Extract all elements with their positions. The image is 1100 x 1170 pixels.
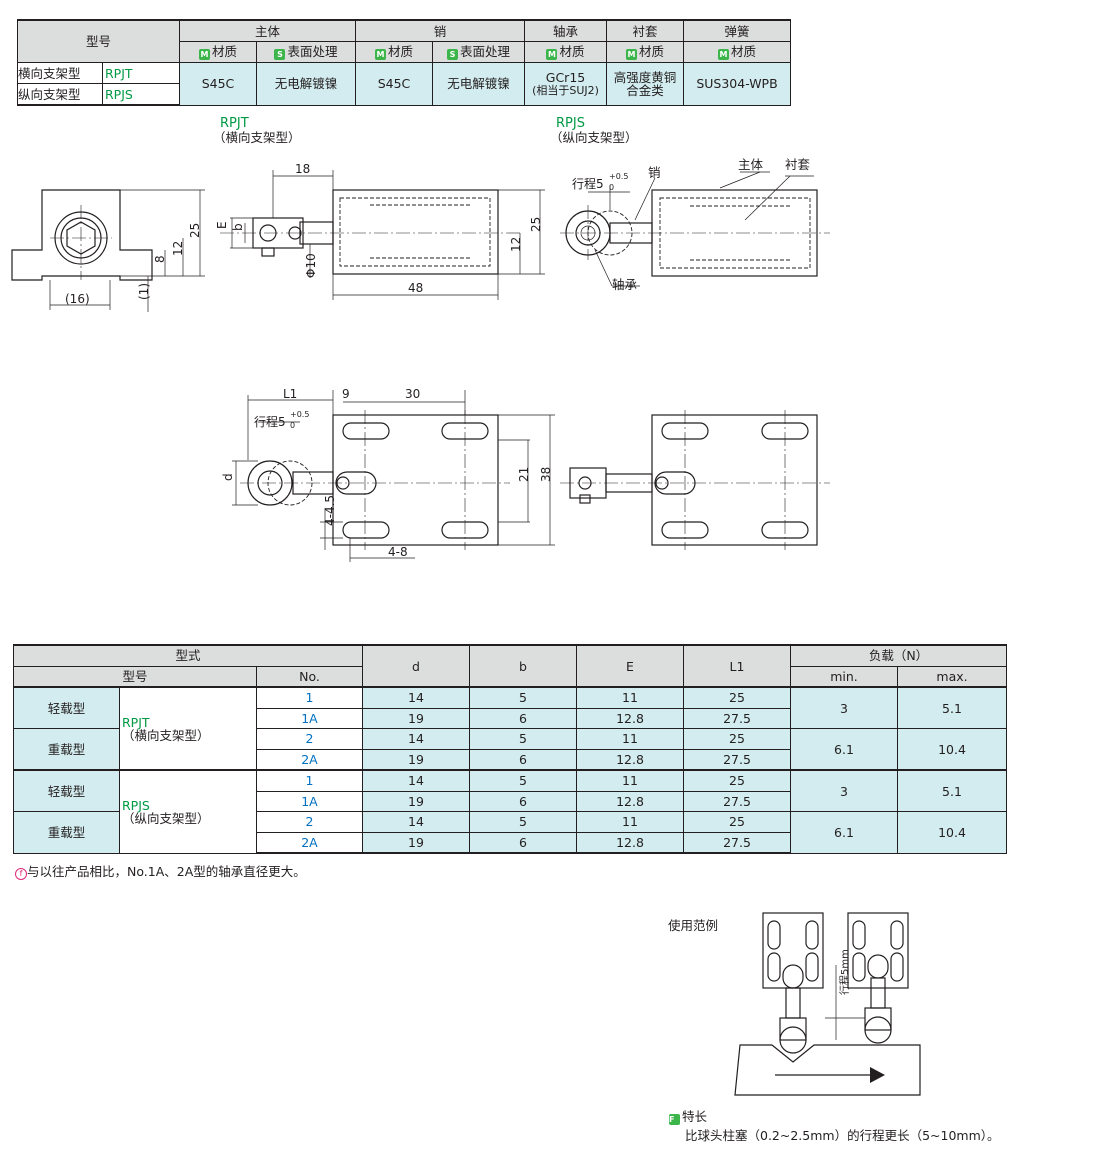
svg-text:25: 25 <box>529 217 543 232</box>
row-name-rpjt: 横向支架型 <box>17 62 103 84</box>
col-d: d <box>362 644 470 688</box>
pin-surface: 无电解镀镍 <box>432 62 525 106</box>
feature-mark-icon: F <box>669 1114 680 1125</box>
type-heavy: 重载型 <box>13 811 120 854</box>
type-light: 轻载型 <box>13 769 120 812</box>
svg-text:18: 18 <box>295 162 310 176</box>
surface-mark-icon: S <box>274 48 286 60</box>
top-view-drawings: L1 9 30 行程5 +0.5 0 d 21 38 4-4.5 4-8 <box>221 387 830 562</box>
model-rpjt: RPJT（横向支架型） <box>119 686 257 771</box>
svg-text:21: 21 <box>517 467 531 482</box>
label-body: 主体 <box>738 157 764 172</box>
body-material: S45C <box>179 62 257 106</box>
material-mark-icon: M <box>198 48 210 60</box>
label-bushing: 衬套 <box>785 157 811 172</box>
row-code-rpjt: RPJT <box>102 62 180 84</box>
spring-material: SUS304-WPB <box>683 62 791 106</box>
svg-text:Φ10: Φ10 <box>304 253 318 278</box>
upper-drawings: RPJT （横向支架型） RPJS （纵向支架型） (16) 25 12 8 (… <box>11 116 830 312</box>
feature-text: 比球头柱塞（0.2~2.5mm）的行程更长（5~10mm）。 <box>685 1128 1000 1143</box>
group-spring: 弹簧 <box>683 19 791 42</box>
svg-text:4-4.5: 4-4.5 <box>323 495 337 526</box>
rpjs-side-drawing: 行程5 +0.5 0 销 主体 衬套 轴承 <box>560 157 830 292</box>
note-mark-icon: f <box>15 868 27 880</box>
min-header: min. <box>790 665 898 688</box>
row-name-rpjs: 纵向支架型 <box>17 83 103 106</box>
row-code-rpjs: RPJS <box>102 83 180 106</box>
body-surface: 无电解镀镍 <box>256 62 356 106</box>
group-pin: 销 <box>355 19 525 42</box>
svg-text:4-8: 4-8 <box>388 545 408 559</box>
svg-text:(16): (16) <box>65 292 90 306</box>
rpjs-subtitle: （纵向支架型） <box>550 130 638 145</box>
no-cell: 1 <box>256 686 363 709</box>
svg-text:+0.5: +0.5 <box>609 172 628 181</box>
rpjt-title: RPJT <box>220 116 249 131</box>
svg-text:(1): (1) <box>137 283 151 300</box>
type-light: 轻载型 <box>13 686 120 729</box>
bushing-material: 高强度黄铜合金类 <box>606 62 684 106</box>
material-mark-icon: M <box>625 48 637 60</box>
svg-text:L1: L1 <box>283 387 297 401</box>
svg-text:0: 0 <box>609 183 614 192</box>
spec-table: 型式 d b E L1 负载（N） 型号 No. min. max. 轻载型 R… <box>13 644 1007 854</box>
pin-material: S45C <box>355 62 433 106</box>
end-view-drawing: (16) 25 12 8 (1) <box>11 189 205 312</box>
model-rpjs: RPJS（纵向支架型） <box>119 769 257 854</box>
svg-text:38: 38 <box>539 467 553 482</box>
svg-text:48: 48 <box>408 281 423 295</box>
no-header: No. <box>256 665 363 688</box>
label-bearing: 轴承 <box>612 277 638 292</box>
group-bearing: 轴承 <box>524 19 607 42</box>
svg-text:E: E <box>215 221 229 229</box>
label-pin: 销 <box>648 165 661 180</box>
usage-drawing: 行程5mm <box>734 912 921 1096</box>
material-mark-icon: M <box>546 48 558 60</box>
svg-text:25: 25 <box>188 223 202 238</box>
group-bushing: 衬套 <box>606 19 684 42</box>
usage-title: 使用范例 <box>668 918 719 933</box>
svg-text:行程5mm: 行程5mm <box>838 949 851 995</box>
svg-text:b: b <box>231 223 245 231</box>
svg-text:30: 30 <box>405 387 420 401</box>
svg-text:12: 12 <box>509 237 523 252</box>
svg-text:行程5: 行程5 <box>254 414 286 429</box>
svg-text:d: d <box>221 473 235 481</box>
svg-text:0: 0 <box>290 421 295 430</box>
bearing-material: GCr15(相当于SUJ2) <box>524 62 607 106</box>
svg-text:8: 8 <box>153 255 167 263</box>
type-heavy: 重载型 <box>13 728 120 771</box>
model-header: 型号 <box>13 665 257 688</box>
max-header: max. <box>897 665 1007 688</box>
svg-text:行程5: 行程5 <box>572 176 604 191</box>
col-E: E <box>576 644 684 688</box>
rpjt-subtitle: （横向支架型） <box>213 130 301 145</box>
material-mark-icon: M <box>374 48 386 60</box>
group-body: 主体 <box>179 19 356 42</box>
rpjs-title: RPJS <box>556 116 585 131</box>
model-header: 型号 <box>17 19 180 63</box>
material-mark-icon: M <box>717 48 729 60</box>
svg-text:+0.5: +0.5 <box>290 410 309 419</box>
col-L1: L1 <box>683 644 791 688</box>
svg-text:9: 9 <box>342 387 350 401</box>
rpjt-side-drawing: 18 E b Φ10 48 25 12 <box>215 162 545 300</box>
surface-mark-icon: S <box>446 48 458 60</box>
type-header: 型式 <box>13 644 363 667</box>
svg-text:12: 12 <box>171 241 185 256</box>
col-b: b <box>469 644 577 688</box>
load-header: 负载（N） <box>790 644 1007 667</box>
